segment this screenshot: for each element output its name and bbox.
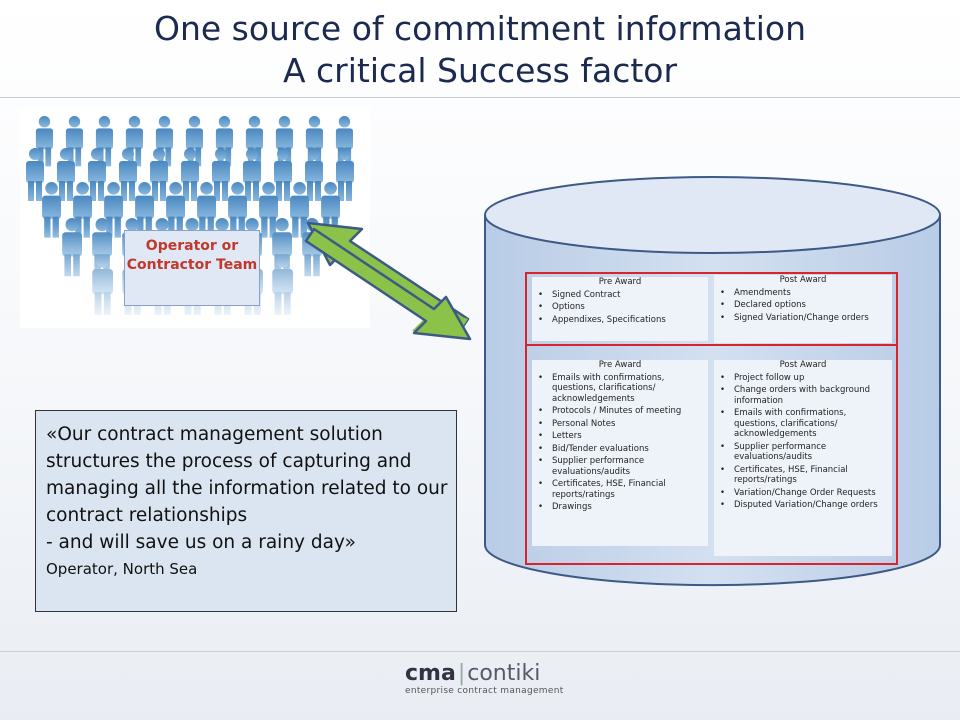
list-item: Declared options bbox=[714, 300, 892, 311]
top-divider bbox=[0, 97, 960, 98]
list-item: Supplier performance evaluations/audits bbox=[532, 456, 708, 477]
info-post-award-heading: Post Award bbox=[779, 360, 827, 370]
team-label: Operator or Contractor Team bbox=[124, 230, 260, 306]
info-pre-award-panel: Pre Award Emails with confirmations, que… bbox=[532, 360, 708, 546]
bottom-divider bbox=[0, 651, 960, 652]
list-item: Emails with confirmations, questions, cl… bbox=[532, 373, 708, 405]
title-line-1: One source of commitment information bbox=[153, 9, 807, 48]
list-item: Amendments bbox=[714, 288, 892, 299]
contract-row-highlight bbox=[525, 272, 898, 346]
list-item: Options bbox=[532, 302, 708, 313]
info-pre-award-list: Emails with confirmations, questions, cl… bbox=[532, 373, 708, 513]
logo-tagline: enterprise contract management bbox=[405, 686, 564, 696]
list-item: Project follow up bbox=[714, 373, 892, 384]
list-item: Certificates, HSE, Financial reports/rat… bbox=[714, 465, 892, 486]
slide-title: One source of commitment information A c… bbox=[0, 8, 960, 92]
company-logo: cma|contiki enterprise contract manageme… bbox=[405, 662, 575, 702]
quote-source: Operator, North Sea bbox=[46, 560, 198, 578]
list-item: Signed Variation/Change orders bbox=[714, 313, 892, 324]
contract-pre-award-panel: Pre Award Signed Contract Options Append… bbox=[532, 277, 708, 341]
list-item: Letters bbox=[532, 431, 708, 442]
list-item: Supplier performance evaluations/audits bbox=[714, 442, 892, 463]
contract-pre-award-heading: Pre Award bbox=[598, 277, 642, 287]
list-item: Certificates, HSE, Financial reports/rat… bbox=[532, 479, 708, 500]
list-item: Drawings bbox=[532, 502, 708, 513]
quote-text: «Our contract management solution struct… bbox=[46, 424, 448, 553]
list-item: Appendixes, Specifications bbox=[532, 315, 708, 326]
contract-post-award-list: Amendments Declared options Signed Varia… bbox=[714, 288, 892, 324]
title-line-2: A critical Success factor bbox=[282, 51, 678, 90]
list-item: Variation/Change Order Requests bbox=[714, 488, 892, 499]
list-item: Change orders with background informatio… bbox=[714, 385, 892, 406]
double-arrow-icon bbox=[304, 221, 472, 341]
list-item: Disputed Variation/Change orders bbox=[714, 500, 892, 511]
logo-separator: | bbox=[457, 661, 466, 686]
logo-wordmark: cma|contiki bbox=[405, 662, 575, 686]
contract-post-award-heading: Post Award bbox=[779, 275, 827, 285]
list-item: Emails with confirmations, questions, cl… bbox=[714, 408, 892, 440]
list-item: Bid/Tender evaluations bbox=[532, 444, 708, 455]
customer-quote: «Our contract management solution struct… bbox=[35, 410, 457, 612]
list-item: Personal Notes bbox=[532, 419, 708, 430]
logo-brand-light: contiki bbox=[467, 661, 541, 686]
contract-post-award-panel: Post Award Amendments Declared options S… bbox=[714, 275, 892, 343]
info-post-award-panel: Post Award Project follow up Change orde… bbox=[714, 360, 892, 556]
info-pre-award-heading: Pre Award bbox=[598, 360, 642, 370]
list-item: Signed Contract bbox=[532, 290, 708, 301]
contract-pre-award-list: Signed Contract Options Appendixes, Spec… bbox=[532, 290, 708, 326]
information-row-highlight bbox=[525, 344, 898, 565]
info-post-award-list: Project follow up Change orders with bac… bbox=[714, 373, 892, 511]
logo-brand-bold: cma bbox=[405, 661, 456, 686]
list-item: Protocols / Minutes of meeting bbox=[532, 406, 708, 417]
